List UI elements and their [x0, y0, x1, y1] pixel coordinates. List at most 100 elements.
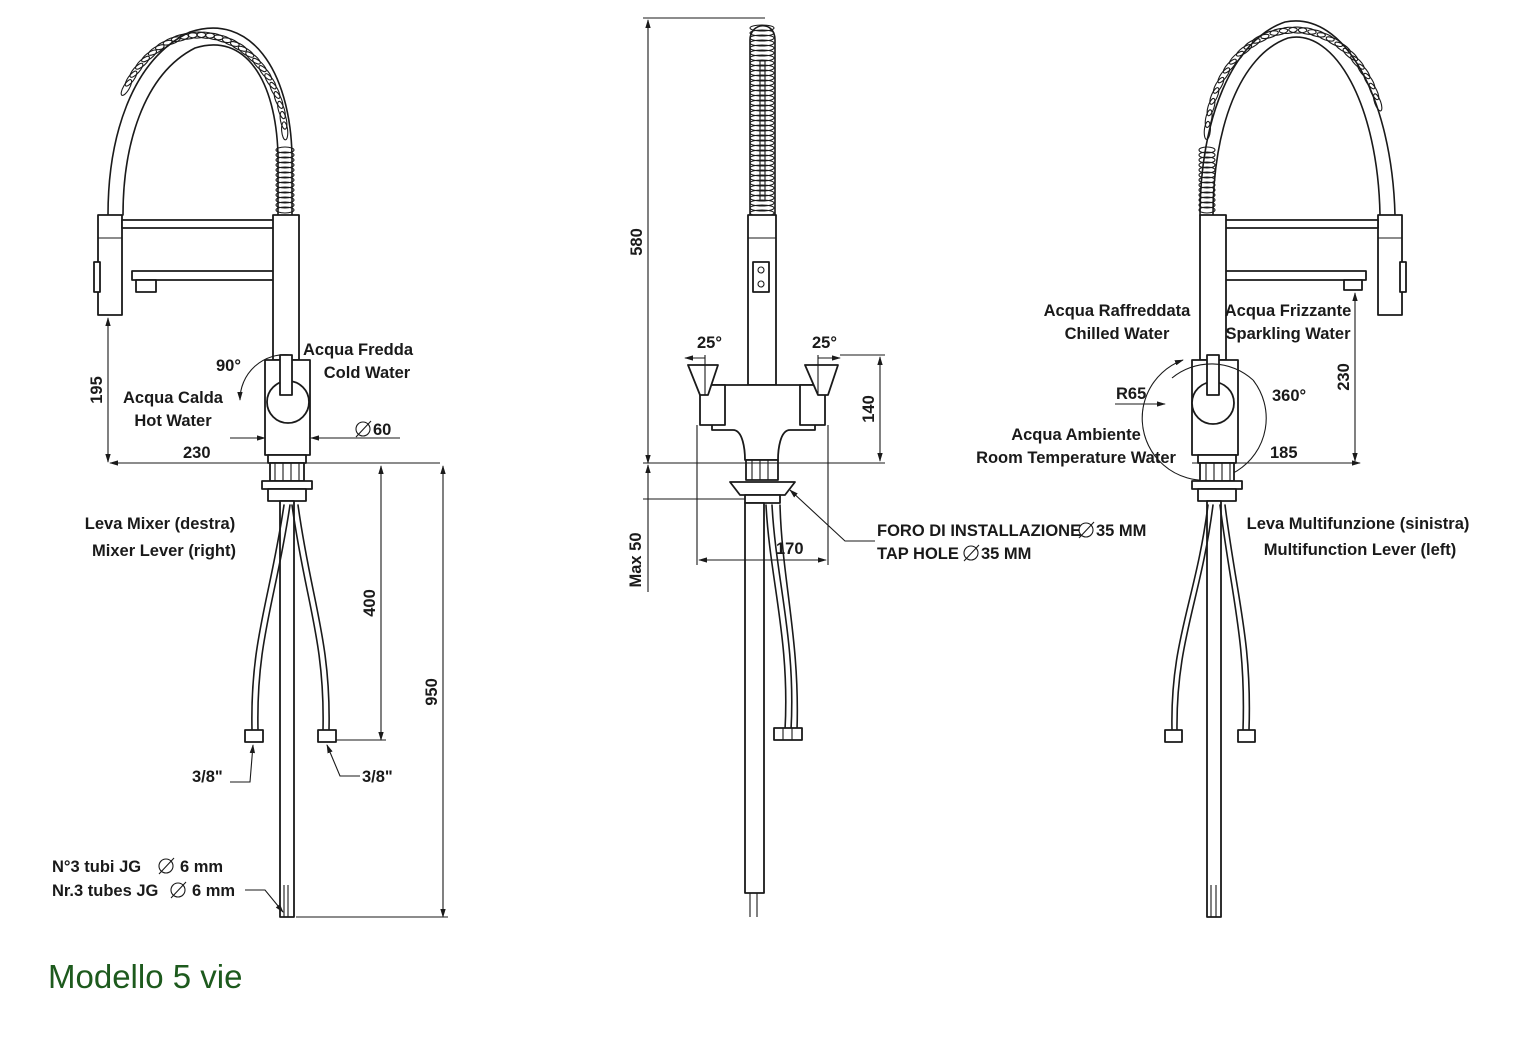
spring-coil [749, 144, 775, 152]
spring-coil [221, 37, 240, 47]
spring-coil [1198, 171, 1216, 179]
dim-diameter-60: 60 [373, 421, 391, 439]
spring-coil [275, 196, 295, 204]
dim-170: 170 [776, 540, 804, 558]
spring-coil [749, 24, 775, 32]
spring-coil [1198, 201, 1216, 209]
left-spray-head [97, 214, 123, 316]
spring-coil [749, 124, 775, 132]
spring-coil [273, 91, 284, 109]
label-angle-90: 90° [216, 357, 241, 375]
spring-coil [749, 154, 775, 162]
spring-coil [749, 164, 775, 172]
spring-coil [1342, 47, 1359, 62]
spring-coil [1198, 146, 1216, 154]
diameter-symbol [170, 881, 187, 899]
label-hot-water-en: Hot Water [134, 412, 212, 430]
spring-coil [1198, 206, 1216, 214]
spring-coil [749, 94, 775, 102]
left-connector-b [317, 729, 337, 743]
spring-coil [749, 64, 775, 72]
dim-400: 400 [361, 589, 379, 617]
spring-coil [275, 166, 295, 174]
spring-coil [275, 146, 295, 154]
spring-coil [1288, 26, 1308, 34]
left-column [272, 214, 300, 361]
spring-coil [1209, 87, 1220, 105]
diameter-symbol [1078, 521, 1095, 539]
spring-coil [1217, 67, 1231, 84]
spring-coil [1198, 166, 1216, 174]
center-button-panel [752, 261, 770, 293]
spring-coil [749, 69, 775, 77]
spring-coil [1269, 27, 1289, 36]
spring-coil [275, 191, 295, 199]
spring-coil [1198, 151, 1216, 159]
dim-195: 195 [88, 376, 106, 404]
spring-coil [1206, 97, 1216, 117]
spring-coil [749, 139, 775, 147]
label-mixer-lever-it: Leva Mixer (destra) [85, 515, 235, 533]
spring-coil [1198, 191, 1216, 199]
spring-coil [1278, 26, 1298, 34]
label-tap-hole-en: TAP HOLE [877, 545, 959, 563]
label-tubes-en-size: 6 mm [192, 882, 235, 900]
center-lever-left [687, 364, 719, 396]
spring-coil [129, 62, 144, 78]
spring-coil [1229, 50, 1245, 65]
spring-coil [749, 84, 775, 92]
spring-coil [749, 159, 775, 167]
spring-coil [275, 156, 295, 164]
right-connector-a [1164, 729, 1183, 743]
left-holder-arm [121, 219, 275, 229]
label-mixer-lever-en: Mixer Lever (right) [92, 542, 236, 560]
left-view: Acqua Fredda Cold Water Acqua Calda Hot … [52, 27, 448, 918]
label-room-temp-water-en: Room Temperature Water [976, 449, 1176, 467]
label-cold-water-en: Cold Water [324, 364, 411, 382]
spring-coil [1316, 32, 1335, 42]
right-connector-b [1237, 729, 1256, 743]
label-sparkling-water-en: Sparkling Water [1226, 325, 1352, 343]
spring-coil [1260, 30, 1279, 40]
dim-140: 140 [860, 395, 878, 423]
spring-coil [269, 81, 281, 99]
label-thread-right: 3/8" [362, 768, 393, 786]
spring-coil [749, 204, 775, 212]
label-tap-hole-it-size: 35 MM [1096, 522, 1146, 540]
label-room-temp-water-it: Acqua Ambiente [1011, 426, 1141, 444]
spring-coil [1198, 181, 1216, 189]
spring-coil [1243, 38, 1261, 50]
spring-coil [749, 129, 775, 137]
right-spray-head [1377, 214, 1403, 316]
left-lever [279, 354, 293, 396]
spring-coil [124, 70, 138, 87]
spring-coil [749, 29, 775, 37]
spring-coil [749, 104, 775, 112]
right-spring [1198, 20, 1396, 216]
spring-coil [749, 44, 775, 52]
spring-coil [749, 184, 775, 192]
label-tubes-it: N°3 tubi JG [52, 858, 141, 876]
dim-185: 185 [1270, 444, 1298, 462]
diameter-symbol [158, 857, 175, 875]
label-radius-r65: R65 [1116, 385, 1146, 403]
spring-coil [749, 119, 775, 127]
spring-coil [749, 39, 775, 47]
spring-coil [1251, 33, 1270, 44]
spring-coil [1212, 76, 1225, 94]
label-multifunction-lever-it: Leva Multifunzione (sinistra) [1247, 515, 1470, 533]
dim-230-right: 230 [1335, 363, 1353, 391]
spring-coil [275, 186, 295, 194]
label-hot-water-it: Acqua Calda [123, 389, 224, 407]
center-column [747, 214, 777, 386]
label-chilled-water-it: Acqua Raffreddata [1044, 302, 1192, 320]
right-spout [1219, 270, 1367, 281]
label-angle-360: 360° [1272, 387, 1306, 405]
spring-coil [252, 57, 267, 73]
spring-coil [1357, 63, 1371, 80]
spring-coil [134, 55, 150, 70]
label-chilled-water-en: Chilled Water [1065, 325, 1170, 343]
spring-coil [749, 109, 775, 117]
center-view: 580 25° 25° 140 Max 50 170 FORO DI INSTA… [627, 17, 1146, 917]
